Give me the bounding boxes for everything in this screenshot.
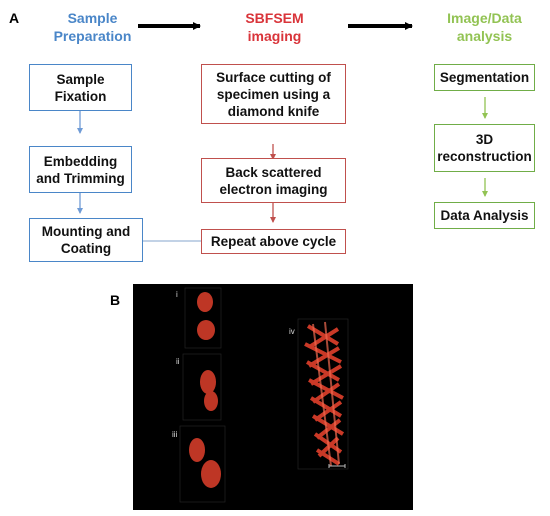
mitochondrion-ii-lower: [204, 391, 218, 411]
box-data-analysis: Data Analysis: [434, 202, 535, 229]
column-title-sample-preparation: Sample Preparation: [53, 10, 132, 44]
mitochondrion-ii-upper: [200, 370, 216, 394]
panel-b-label: B: [110, 292, 121, 308]
sublabel-iv: iv: [289, 327, 295, 336]
sublabel-iii: iii: [172, 430, 178, 439]
mitochondrion-iv-strand-b: [307, 327, 343, 458]
box-mounting-coating: Mounting and Coating: [29, 218, 143, 262]
mitochondrion-iii-lower: [201, 460, 221, 488]
view-i-frame: [184, 287, 222, 349]
box-sample-fixation: Sample Fixation: [29, 64, 132, 111]
box-embedding-trimming: Embedding and Trimming: [29, 146, 132, 193]
sublabel-ii: ii: [176, 357, 180, 366]
box-3d-reconstruction: 3D reconstruction: [434, 124, 535, 172]
column-title-sbfsem-imaging: SBFSEM imaging: [245, 10, 304, 44]
box-surface-cutting: Surface cutting of specimen using a diam…: [201, 64, 346, 124]
sublabel-i: i: [176, 290, 178, 299]
mitochondrion-iii-upper: [189, 438, 205, 462]
panel-b-micrograph: i ii iii iv: [133, 284, 413, 510]
box-repeat-cycle: Repeat above cycle: [201, 229, 346, 254]
reconstruction-render: [179, 287, 349, 503]
view-iii-frame: [179, 425, 226, 503]
view-ii-frame: [182, 353, 222, 421]
panel-a-label: A: [9, 10, 20, 26]
view-iv-frame: [297, 318, 349, 470]
box-segmentation: Segmentation: [434, 64, 535, 91]
mitochondrion-i-upper: [197, 292, 213, 312]
column-title-image-data-analysis: Image/Data analysis: [447, 10, 522, 44]
mitochondrion-iv-highlight: [312, 321, 340, 467]
mitochondrion-i-lower: [197, 320, 215, 340]
box-back-scattered-imaging: Back scattered electron imaging: [201, 158, 346, 203]
